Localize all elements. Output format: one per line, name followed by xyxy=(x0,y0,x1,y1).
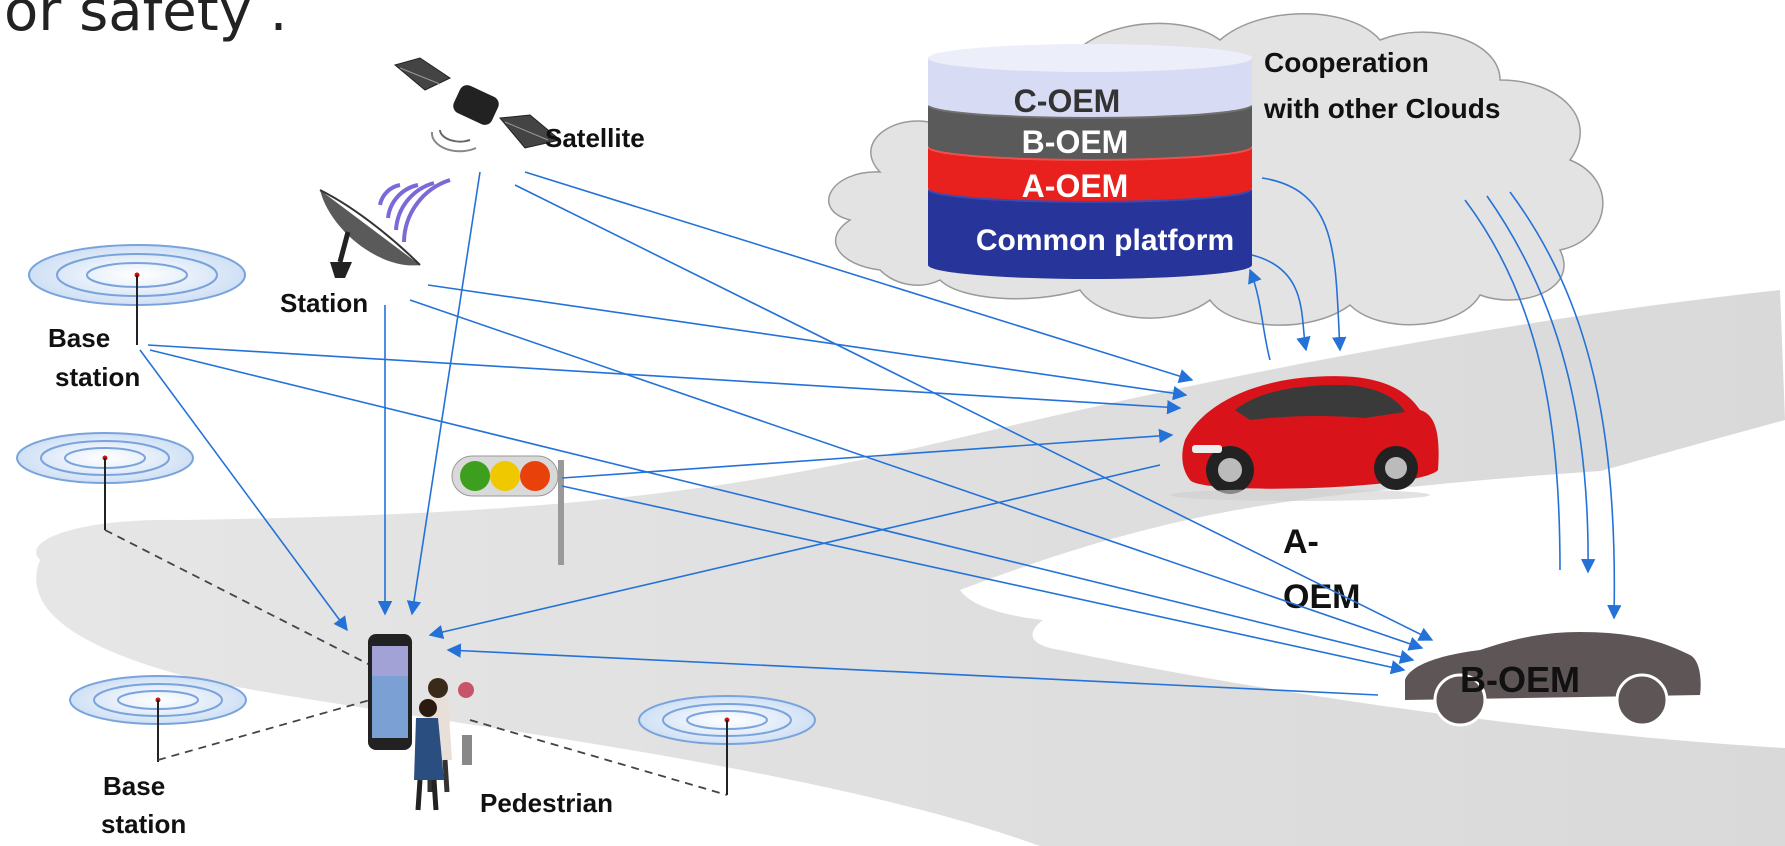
base-station-bottom-label-2: station xyxy=(101,809,186,839)
dashed-links xyxy=(104,529,728,796)
pedestrian-icon xyxy=(414,678,474,811)
ground-station-icon xyxy=(319,178,451,278)
car-a-oem-icon xyxy=(1170,376,1439,501)
heading-partial: or safety . xyxy=(4,0,287,44)
cooperation-label-line1: Cooperation xyxy=(1264,47,1429,78)
road xyxy=(36,290,1785,846)
a-oem-label-2: OEM xyxy=(1283,578,1360,616)
base-station-icon-1 xyxy=(28,244,246,345)
satellite-icon xyxy=(393,57,562,153)
base-station-icon-4 xyxy=(638,695,816,795)
station-label: Station xyxy=(280,288,368,318)
pedestrian-label: Pedestrian xyxy=(480,788,613,818)
layer-common-platform: Common platform xyxy=(976,224,1234,257)
cloud-storage-cylinder xyxy=(928,44,1252,279)
b-oem-label: B-OEM xyxy=(1460,659,1580,700)
smartphone-icon xyxy=(368,634,412,750)
satellite-label: Satellite xyxy=(545,123,645,153)
base-station-icon-3 xyxy=(69,675,247,762)
base-station-icon-2 xyxy=(16,432,194,530)
traffic-light-icon xyxy=(451,455,564,565)
layer-c-oem: C-OEM xyxy=(1014,83,1121,119)
layer-a-oem: A-OEM xyxy=(1022,168,1129,204)
car-b-oem-icon xyxy=(1405,632,1701,727)
cooperation-label-line2: with other Clouds xyxy=(1263,93,1500,124)
base-station-bottom-label-1: Base xyxy=(103,771,165,801)
base-station-top-label-2: station xyxy=(55,362,140,392)
a-oem-label-1: A- xyxy=(1283,523,1319,561)
layer-b-oem: B-OEM xyxy=(1022,124,1129,160)
communication-arrows xyxy=(139,171,1622,696)
base-station-top-label-1: Base xyxy=(48,323,110,353)
